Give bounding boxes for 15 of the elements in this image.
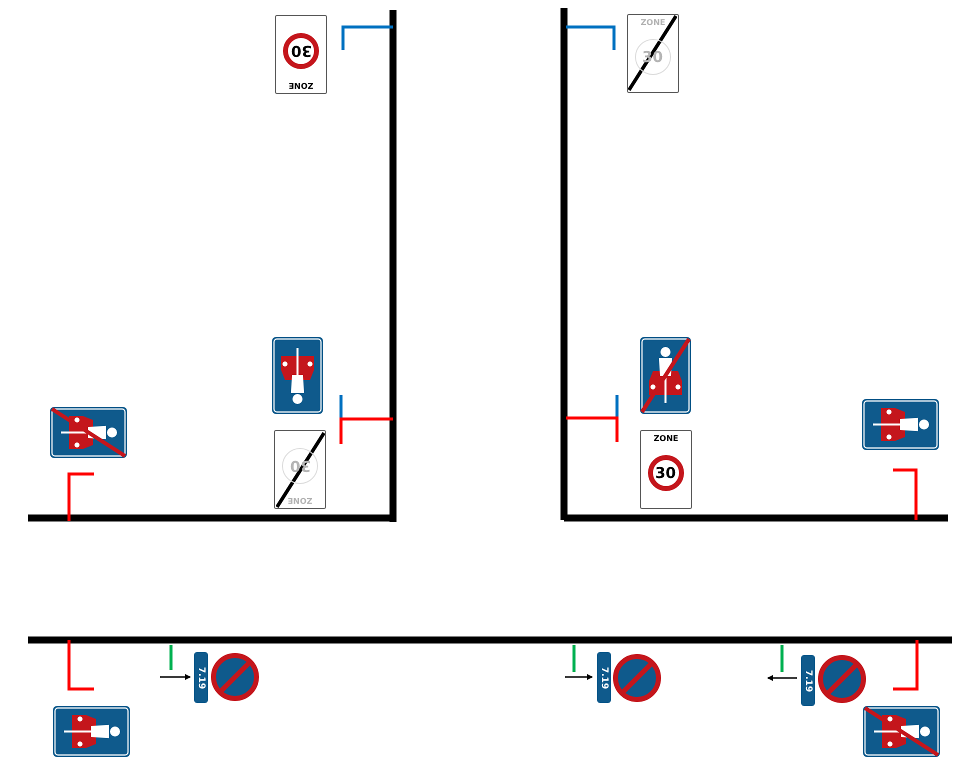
time-plate [194, 652, 208, 703]
speed-limit-roundel: 30 [282, 448, 318, 484]
time-plate [597, 652, 611, 703]
speed-limit-roundel: 30 [284, 33, 320, 69]
time-plate [801, 655, 815, 706]
zone-text: ZONE [288, 80, 314, 90]
zone-text: ZONE [640, 18, 666, 28]
speed-limit-roundel: 30 [648, 455, 684, 491]
time-text: 7.19 [803, 669, 813, 692]
time-text: 7.19 [599, 666, 609, 689]
zone-sign [640, 430, 692, 509]
zone-text: ZONE [288, 495, 312, 505]
zone-text: ZONE [654, 434, 678, 444]
time-text: 7.19 [196, 666, 206, 689]
zone-sign [275, 15, 327, 94]
